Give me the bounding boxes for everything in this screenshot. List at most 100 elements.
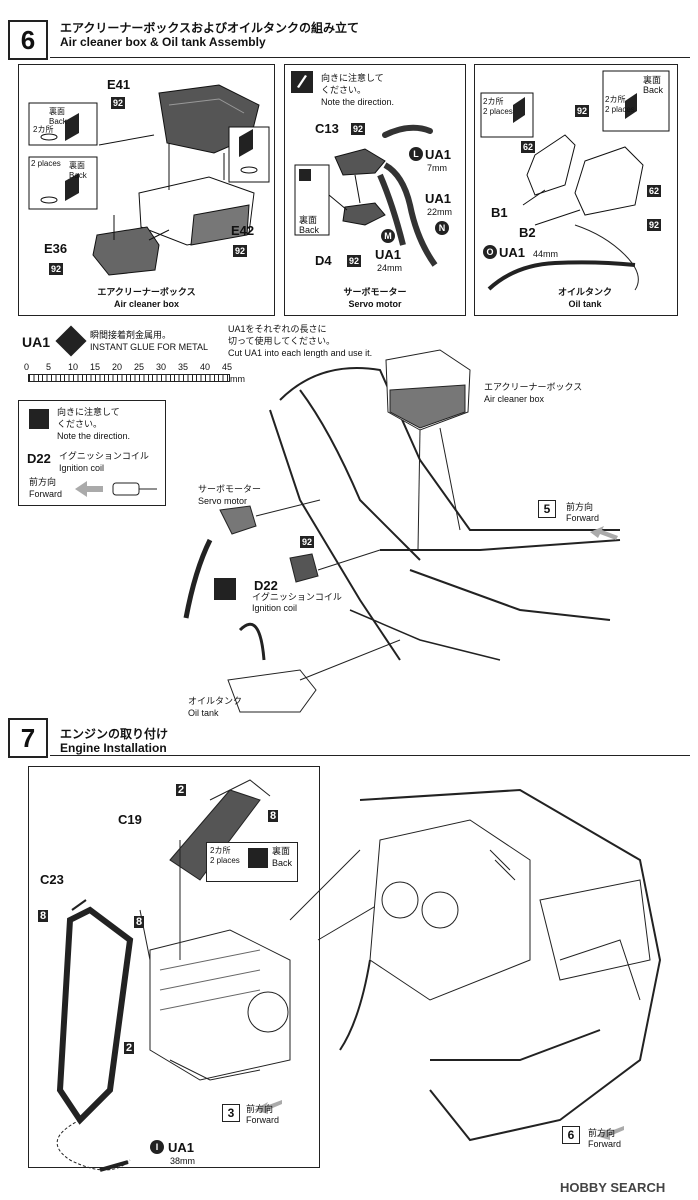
ref5-fwd-en: Forward — [566, 513, 600, 523]
engine-places-en: 2 places — [210, 856, 240, 865]
watermark-logo: HOBBY SEARCH — [560, 1180, 666, 1195]
chip-92-right: 92 — [647, 219, 662, 231]
ua1-o-label: UA1 — [499, 245, 526, 260]
air-back2-en: Back — [69, 171, 87, 180]
glue-cut-en: Cut UA1 into each length and use it. — [228, 348, 373, 358]
chip-8-mid: 8 — [134, 916, 145, 928]
oil-tank-panel: 2カ所 2 places 92 裏面 Back 2カ所 2 places 62 … — [474, 64, 678, 316]
chip-92-d4: 92 — [347, 255, 362, 267]
oil-caption-en: Oil tank — [568, 299, 602, 309]
main-d22-en: Ignition coil — [252, 603, 298, 613]
ua1-i-label: UA1 — [168, 1140, 195, 1155]
oil-tank-drawing — [480, 70, 670, 291]
mark-n-icon: N — [435, 221, 449, 235]
main-oil-en: Oil tank — [188, 708, 219, 718]
ref3-fwd-jp: 前方向 — [246, 1104, 274, 1114]
ruler-tick-label: 45 — [222, 362, 233, 372]
air-cleaner-panel: E41 92 裏面 Back 2カ所 2 places 裏面 Back E42 … — [18, 64, 275, 316]
ref3-fwd-en: Forward — [246, 1115, 280, 1125]
ua1-o-length: 44mm — [533, 249, 559, 259]
step-7-number: 7 — [8, 718, 48, 758]
note-forward-arrow-icon — [75, 481, 157, 497]
servo-drawing — [291, 71, 438, 267]
main-d22-jp: イグニッションコイル — [252, 592, 342, 602]
note-fwd-en: Forward — [29, 489, 63, 499]
chip-2-c19: 2 — [176, 784, 187, 796]
chip-8-top: 8 — [268, 810, 279, 822]
engine-back-jp: 裏面 — [272, 846, 291, 856]
ref-step-3: 3 — [222, 1104, 240, 1122]
ruler-tick-label: 25 — [134, 362, 145, 372]
chip-8-left: 8 — [38, 910, 49, 922]
air-back-jp: 裏面 — [49, 107, 65, 116]
ref6-fwd-jp: 前方向 — [588, 1128, 616, 1138]
main-air-en: Air cleaner box — [484, 394, 545, 404]
oil-places2-jp: 2カ所 — [605, 95, 626, 104]
oil-places-en: 2 places — [483, 107, 513, 116]
step-6-number: 6 — [8, 20, 48, 60]
oil-places2-en: 2 places — [605, 105, 635, 114]
ua1-n-length: 22mm — [427, 207, 453, 217]
note-jp1: 向きに注意して — [57, 407, 120, 417]
engine-glue-icon — [248, 848, 268, 868]
chip-92-c13: 92 — [351, 123, 366, 135]
step6-frame-drawing — [183, 349, 621, 713]
main-air-jp: エアクリーナーボックス — [484, 382, 583, 392]
servo-note-jp2: ください。 — [321, 85, 367, 95]
step-7-title-en: Engine Installation — [60, 741, 167, 755]
note-d22-en: Ignition coil — [59, 463, 105, 473]
mark-m-icon: M — [381, 229, 395, 243]
chip-62-right: 62 — [647, 185, 662, 197]
chip-92-e41: 92 — [111, 97, 126, 109]
note-jp2: ください。 — [57, 419, 103, 429]
glue-cut-jp1: UA1をそれぞれの長さに — [228, 324, 327, 334]
servo-back-jp: 裏面 — [299, 215, 318, 225]
chip-92-oil-top: 92 — [575, 105, 590, 117]
part-b1-label: B1 — [491, 205, 508, 220]
air-places-jp: 2カ所 — [33, 125, 54, 134]
ruler-bar — [28, 374, 230, 382]
chip-2-bottom: 2 — [124, 1042, 135, 1054]
air-back2-jp: 裏面 — [69, 161, 85, 170]
servo-panel: 向きに注意して ください。 Note the direction. C13 92… — [284, 64, 466, 316]
part-e36-label: E36 — [44, 241, 68, 256]
mark-i-icon: I — [150, 1140, 164, 1154]
part-c19: C19 — [118, 812, 142, 827]
note-direction-box: 向きに注意して ください。 Note the direction. D22 イグ… — [18, 400, 166, 506]
step-6-rule — [50, 57, 690, 58]
air-back-en: Back — [49, 117, 67, 126]
main-chip-92: 92 — [300, 536, 315, 548]
step-7-rule — [50, 755, 690, 756]
ref-step-6: 6 — [562, 1126, 580, 1144]
part-b2-label: B2 — [519, 225, 536, 240]
mark-o-icon: O — [483, 245, 497, 259]
servo-note-jp1: 向きに注意して — [321, 73, 384, 83]
ua1-n-label: UA1 — [425, 191, 452, 206]
ruler-tick-label: 40 — [200, 362, 211, 372]
main-servo-jp: サーボモーター — [198, 484, 262, 494]
part-e42-label: E42 — [231, 223, 255, 238]
ruler-tick-label: 0 — [24, 362, 30, 372]
ruler-tick-label: 30 — [156, 362, 167, 372]
air-caption-en: Air cleaner box — [113, 299, 180, 309]
note-d22-jp: イグニッションコイル — [59, 451, 149, 461]
ruler-tick-label: 15 — [90, 362, 101, 372]
servo-caption-en: Servo motor — [348, 299, 402, 309]
ua1-l-length: 7mm — [427, 163, 447, 173]
air-caption-jp: エアクリーナーボックス — [97, 287, 196, 297]
oil-places-jp: 2カ所 — [483, 97, 504, 106]
air-cleaner-drawing — [28, 84, 270, 276]
ref5-fwd-jp: 前方向 — [566, 502, 594, 512]
engine-places-jp: 2カ所 — [210, 846, 231, 855]
glue-cut-jp2: 切って使用してください。 — [228, 336, 336, 346]
mark-l-icon: L — [409, 147, 423, 161]
part-c23: C23 — [40, 872, 64, 887]
servo-caption-jp: サーボモーター — [343, 287, 407, 297]
ua1-l-label: UA1 — [425, 147, 452, 162]
note-d22: D22 — [27, 451, 51, 466]
oil-caption-jp: オイルタンク — [557, 287, 612, 297]
engine-back-en: Back — [272, 858, 293, 868]
chip-62-left: 62 — [521, 141, 536, 153]
glue-jp: 瞬間接着剤金属用。 — [90, 330, 172, 340]
